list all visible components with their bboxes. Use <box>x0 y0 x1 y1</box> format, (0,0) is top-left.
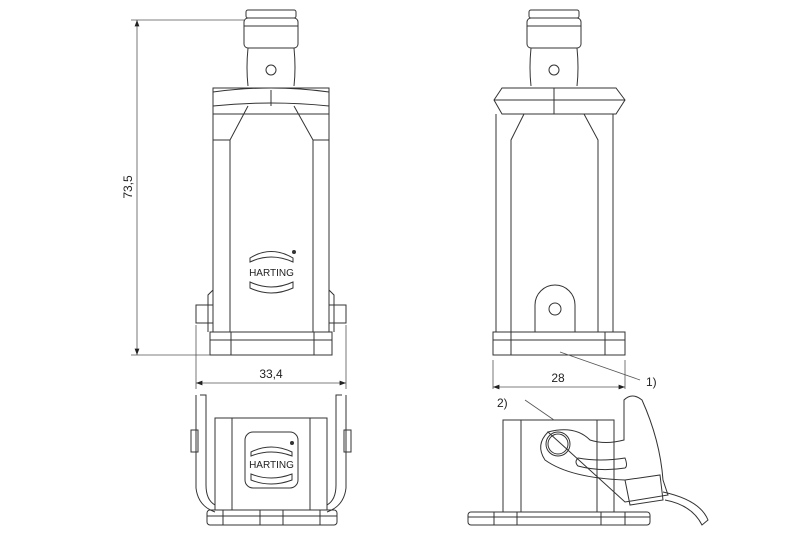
base-flange <box>209 331 333 356</box>
front-width-dimension: 33,4 <box>195 325 347 389</box>
height-dimension: 73,5 <box>121 19 244 356</box>
front-width-label: 33,4 <box>259 367 283 381</box>
side-width-dimension: 28 <box>492 360 626 390</box>
front-view: HARTING <box>195 9 347 356</box>
callout-2-label: 2) <box>497 396 508 410</box>
side-view <box>492 9 626 356</box>
side-width-label: 28 <box>551 371 565 385</box>
top-view-side <box>467 395 709 526</box>
height-dimension-label: 73,5 <box>121 175 135 199</box>
cable-gland <box>243 9 299 87</box>
top-view-logo-text: HARTING <box>249 460 294 471</box>
callout-2: 2) <box>497 396 555 421</box>
callout-1-label: 1) <box>646 375 657 389</box>
callout-1: 1) <box>559 351 657 389</box>
housing-body <box>195 105 347 332</box>
hex-nut <box>212 87 330 115</box>
top-view-front: HARTING <box>190 394 352 526</box>
brand-logo-text: HARTING <box>249 268 294 279</box>
harting-logo: HARTING <box>249 250 296 294</box>
